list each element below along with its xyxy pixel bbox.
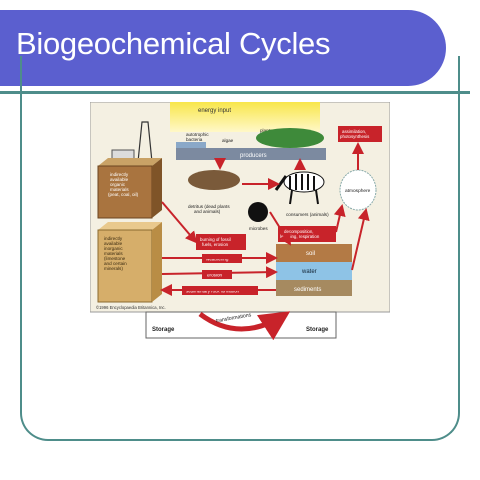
soil-label: soil	[306, 251, 315, 257]
detritus-pile	[188, 170, 240, 190]
sediments-label: sediments	[294, 287, 321, 293]
erosion-label: erosion	[207, 273, 223, 278]
plants-label: plants	[260, 128, 273, 133]
erosion-box	[202, 270, 232, 279]
content-frame	[20, 56, 460, 441]
storage-bar	[145, 311, 337, 339]
title-underline	[0, 91, 470, 94]
atmosphere-cloud	[339, 169, 377, 211]
inorganic-material-block	[98, 222, 162, 230]
sediments-layer	[276, 280, 352, 296]
assimilation-box	[338, 126, 382, 142]
sunlight-band	[170, 102, 320, 132]
decomposition-label: decomposition,leaching, respiration	[280, 229, 320, 239]
storage-right-label: Storage	[306, 327, 329, 333]
title-banner	[0, 10, 446, 86]
storage-left-label: Storage	[152, 327, 175, 333]
microbes-label: microbes	[249, 226, 268, 231]
trees	[256, 128, 324, 148]
organic-material-block	[98, 158, 162, 166]
arrow-decomp-atmos	[333, 204, 346, 233]
arrow-microbes-soil	[269, 211, 292, 246]
copyright-label: ©1996 Encyclopaedia Britannica, Inc.	[96, 305, 166, 310]
arrow-water-atmosphere	[351, 208, 370, 271]
water-layer	[276, 262, 352, 280]
energy-input-label: energy input	[198, 108, 231, 114]
slide-title: Biogeochemical Cycles	[16, 26, 331, 61]
algae-label: algae	[222, 138, 234, 143]
burning-box	[196, 234, 246, 250]
consumers-label: consumers (animals)	[286, 212, 329, 217]
producers-box	[176, 148, 326, 160]
transformations-arc	[198, 311, 291, 341]
decomposition-box	[278, 226, 336, 242]
arrow-burning	[161, 201, 198, 244]
water-label: water	[301, 269, 317, 275]
arrow-erosion	[161, 266, 278, 279]
assimilation-label: assimilation,photosynthesis	[340, 129, 370, 139]
microbes-sphere	[248, 202, 268, 222]
producers-label: producers	[240, 153, 267, 159]
soil-layer	[276, 244, 352, 262]
atmosphere-label: atmosphere	[345, 188, 371, 194]
